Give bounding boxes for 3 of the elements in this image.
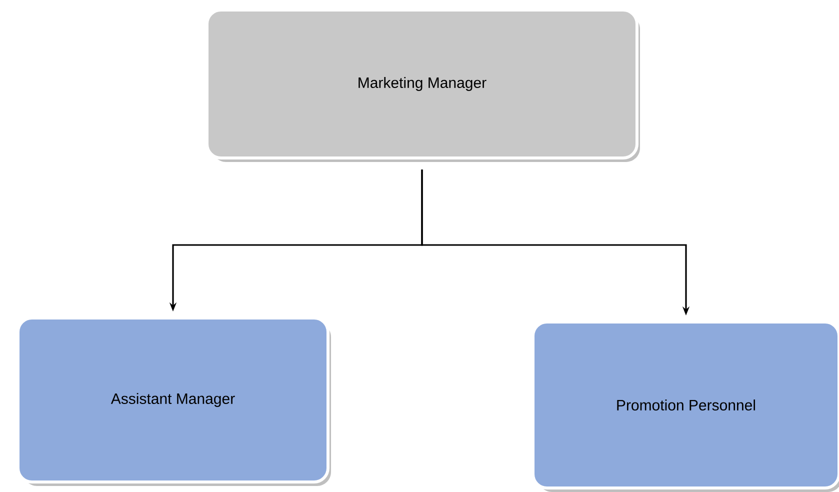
org-box: Assistant Manager (16, 316, 331, 486)
org-box: Promotion Personnel (532, 320, 839, 492)
org-box: Marketing Manager (206, 8, 640, 162)
